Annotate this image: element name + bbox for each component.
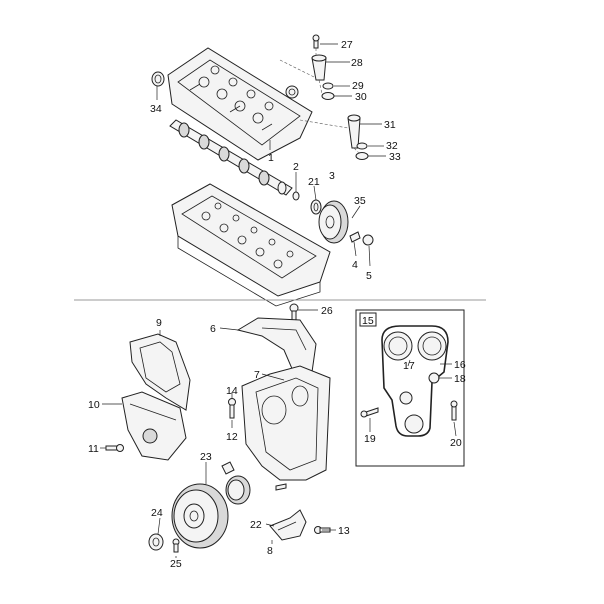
callout-4: 4 xyxy=(352,259,358,271)
callout-9: 9 xyxy=(156,317,162,329)
callout-22: 22 xyxy=(250,519,262,531)
callout-20: 20 xyxy=(450,437,462,449)
callout-8: 8 xyxy=(267,545,273,557)
pulley-bolt-small xyxy=(172,538,180,553)
callout-17: 17 xyxy=(403,360,415,372)
washer xyxy=(292,191,300,201)
callout-7: 7 xyxy=(254,369,260,381)
callout-13: 13 xyxy=(338,525,350,537)
callout-19: 19 xyxy=(364,433,376,445)
callout-34: 34 xyxy=(150,103,162,115)
callout-21: 21 xyxy=(308,176,320,188)
callout-30: 30 xyxy=(355,91,367,103)
rear-timing-cover xyxy=(241,365,331,481)
callout-35: 35 xyxy=(354,195,366,207)
lower-seal-cover xyxy=(269,509,307,541)
inner-timing-cover xyxy=(121,391,187,461)
callout-27: 27 xyxy=(341,39,353,51)
bolt-pair xyxy=(228,398,236,419)
callout-23: 23 xyxy=(200,451,212,463)
callout-29: 29 xyxy=(352,80,364,92)
cylinder-head xyxy=(171,183,331,307)
small-bolt xyxy=(275,483,287,491)
callout-5: 5 xyxy=(366,270,372,282)
camshaft xyxy=(169,119,293,196)
callout-10: 10 xyxy=(88,399,100,411)
sensor-seal xyxy=(355,142,369,160)
callout-31: 31 xyxy=(384,119,396,131)
callout-24: 24 xyxy=(151,507,163,519)
callout-2: 2 xyxy=(293,161,299,173)
callout-33: 33 xyxy=(389,151,401,163)
callout-6: 6 xyxy=(210,323,216,335)
callout-32: 32 xyxy=(386,140,398,152)
o-ring xyxy=(321,82,335,100)
callout-15: 15 xyxy=(362,315,374,327)
callout-11: 11 xyxy=(88,443,99,455)
camshaft-seal xyxy=(310,199,322,215)
callout-1: 1 xyxy=(268,152,274,164)
callout-26: 26 xyxy=(321,305,333,317)
oil-filler-bolt xyxy=(312,34,320,49)
pulley-bolt xyxy=(349,231,374,246)
sensor-housing xyxy=(347,114,361,149)
crankshaft-sprocket xyxy=(221,461,251,505)
seal-ring xyxy=(151,71,165,87)
cover-bolt-lower xyxy=(314,526,331,534)
callout-28: 28 xyxy=(351,57,363,69)
callout-12: 12 xyxy=(226,431,238,443)
callout-14: 14 xyxy=(226,385,238,397)
callout-18: 18 xyxy=(454,373,466,385)
oil-filler-pipe xyxy=(311,54,327,81)
cylinder-head-cover xyxy=(167,47,313,161)
callout-16: 16 xyxy=(454,359,466,371)
callout-3: 3 xyxy=(329,170,335,182)
timing-cover xyxy=(129,333,191,411)
bolt xyxy=(105,444,124,452)
camshaft-pulley xyxy=(318,200,349,244)
crankshaft-pulley xyxy=(171,483,229,549)
pulley-nut xyxy=(148,533,164,551)
timing-belt-inset xyxy=(355,309,465,467)
callout-25: 25 xyxy=(170,558,182,570)
